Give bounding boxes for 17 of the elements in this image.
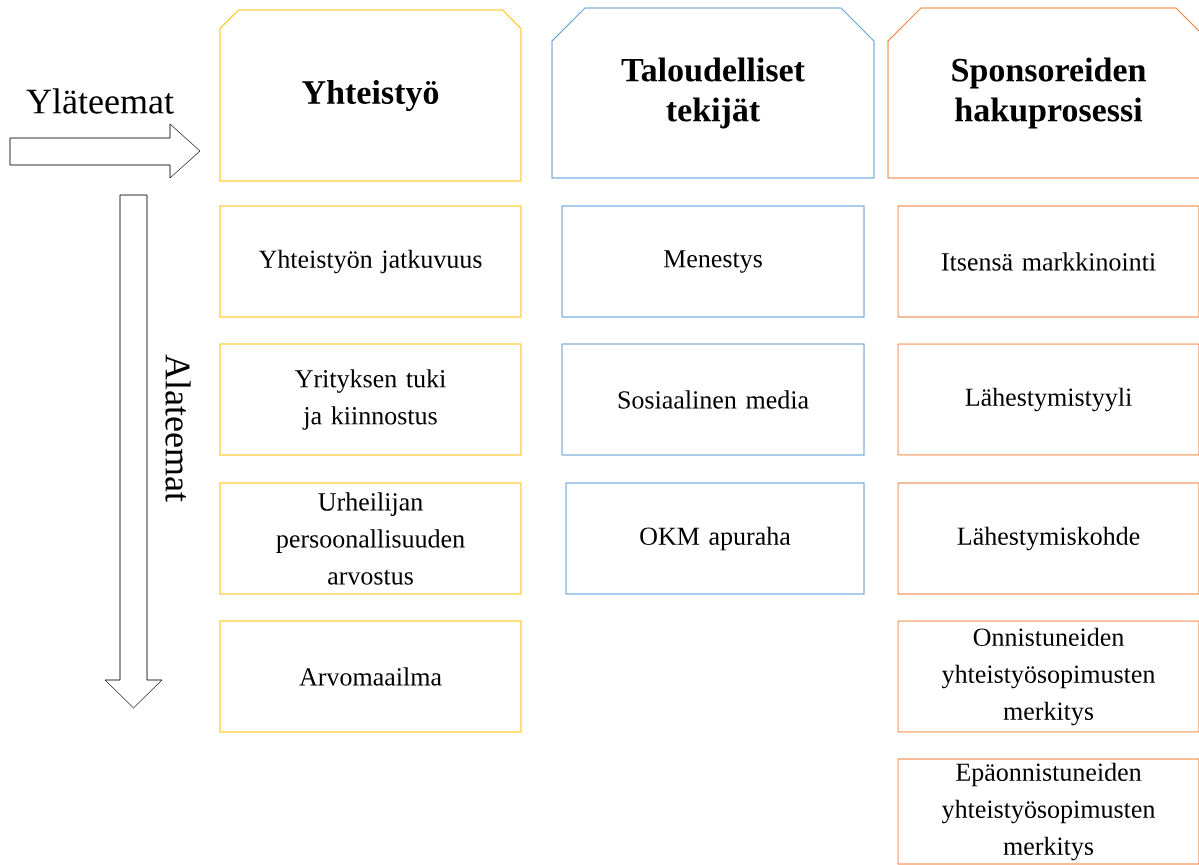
subtheme-box: Onnistuneiden yhteistyösopimusten merkitys bbox=[897, 620, 1199, 733]
theme-header-box: Taloudelliset tekijät bbox=[551, 7, 875, 179]
subtheme-box: OKM apuraha bbox=[565, 482, 865, 595]
subtheme-box: Sosiaalinen media bbox=[561, 343, 865, 456]
subtheme-box: Lähestymiskohde bbox=[897, 482, 1199, 595]
axis-label: Alateemat bbox=[165, 354, 191, 502]
subtheme-box: Itsensä markkinointi bbox=[897, 205, 1199, 318]
subtheme-box: Urheilijan persoonallisuuden arvostus bbox=[219, 482, 522, 595]
subtheme-box: Epäonnistuneiden yhteistyösopimusten merkitys bbox=[897, 758, 1199, 865]
subtheme-box: Yrityksen tuki ja kiinnostus bbox=[219, 343, 522, 456]
theme-header-box: Yhteistyö bbox=[219, 9, 522, 182]
subtheme-box: Arvomaailma bbox=[219, 620, 522, 733]
subtheme-box: Menestys bbox=[561, 205, 865, 318]
subtheme-box: Yhteistyön jatkuvuus bbox=[219, 205, 522, 318]
subtheme-box: Lähestymistyyli bbox=[897, 343, 1199, 456]
axis-label: Yläteemat bbox=[26, 88, 174, 114]
theme-header-box: Sponsoreiden hakuprosessi bbox=[887, 7, 1199, 179]
